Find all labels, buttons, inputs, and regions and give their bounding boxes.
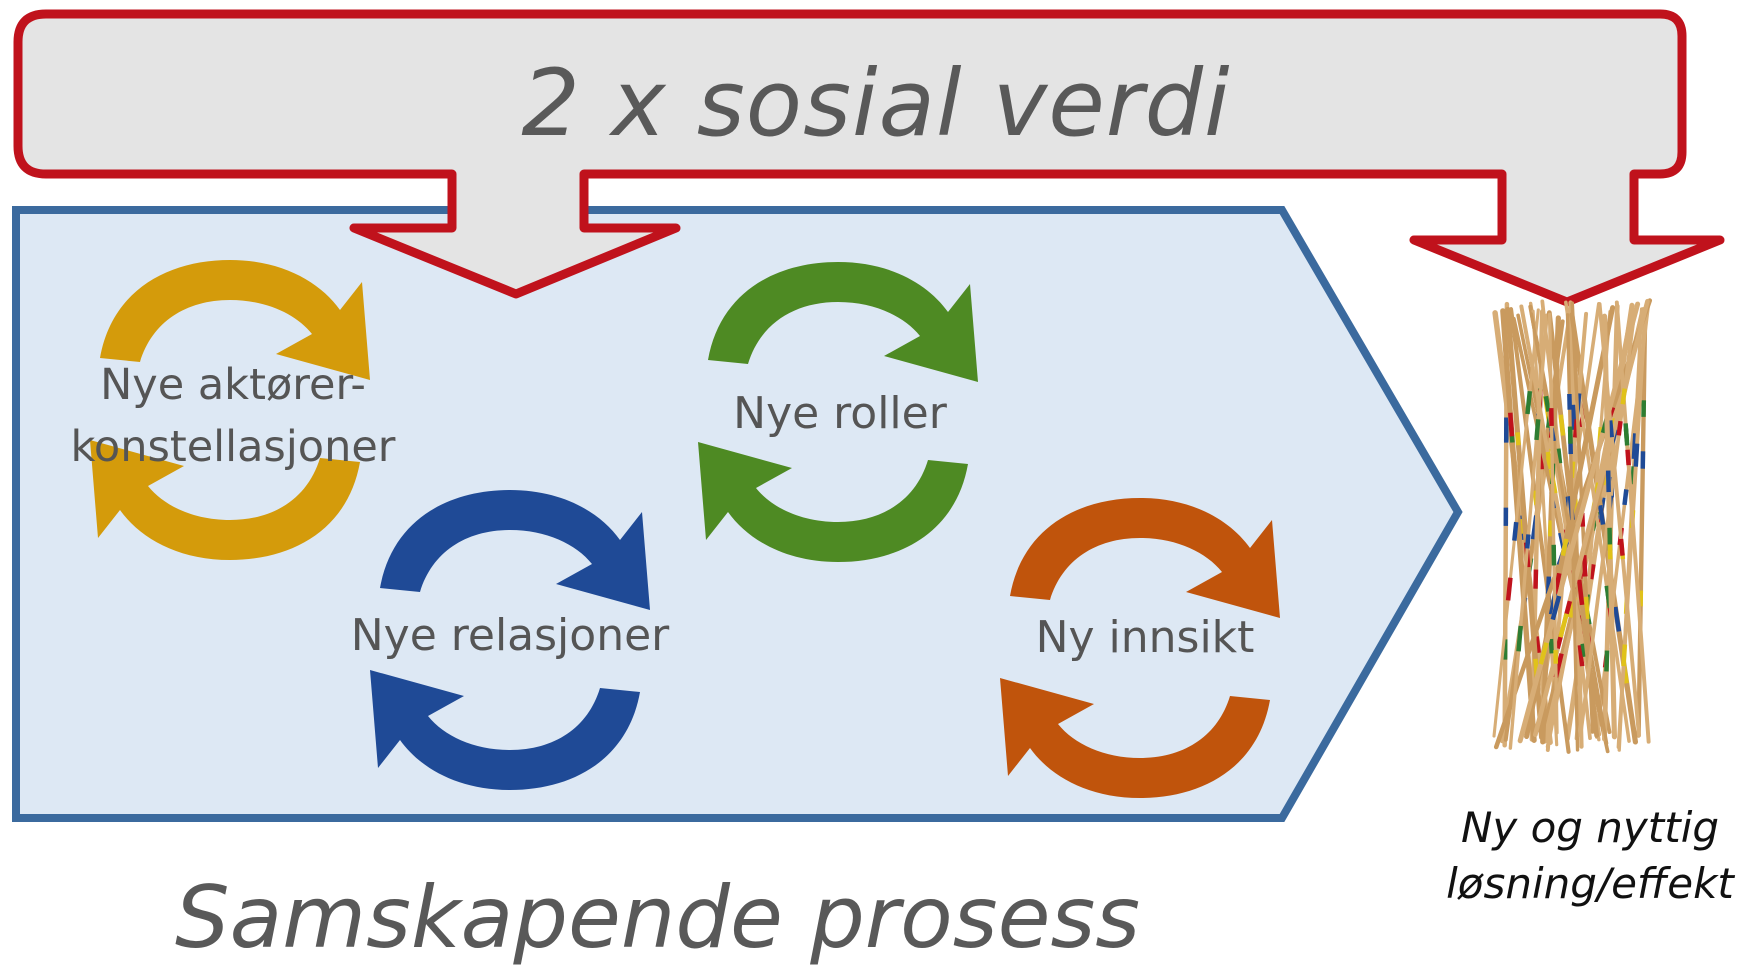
cycle-label-roles: Nye roller	[680, 388, 1000, 439]
mikado-stick-band	[1517, 432, 1518, 445]
result-label-line2: løsning/effekt	[1430, 856, 1750, 912]
mikado-stick-band	[1621, 539, 1623, 556]
mikado-stick-band	[1511, 419, 1512, 436]
banner-title: 2 x sosial verdi	[0, 50, 1752, 157]
mikado-stick-band	[1546, 396, 1549, 411]
result-label: Ny og nyttig løsning/effekt	[1430, 800, 1750, 912]
mikado-stick-band	[1536, 419, 1538, 440]
mikado-stick-band	[1573, 405, 1574, 430]
mikado-stick-band	[1561, 415, 1563, 436]
mikado-stick-band	[1591, 564, 1593, 579]
mikado-stick-band	[1508, 578, 1510, 601]
cycle-label-actors-line1: Nye aktører-	[68, 354, 398, 416]
mikado-stick-band	[1551, 639, 1552, 653]
mikado-stick-band	[1624, 645, 1625, 667]
mikado-stick-band	[1550, 520, 1551, 536]
cycle-label-relations: Nye relasjoner	[330, 610, 690, 661]
cycle-label-actors-line2: konstellasjoner	[68, 416, 398, 478]
cycle-label-insight: Ny innsikt	[1000, 612, 1290, 663]
process-label: Samskapende prosess	[175, 868, 1140, 968]
mikado-stick-band	[1636, 444, 1637, 467]
mikado-stick-band	[1519, 626, 1521, 651]
mikado-stick-band	[1606, 651, 1607, 672]
mikado-stick-band	[1584, 555, 1585, 576]
mikado-stick-band	[1527, 534, 1528, 548]
mikado-sticks-icon	[1494, 301, 1650, 752]
mikado-stick-band	[1579, 580, 1582, 605]
mikado-stick-band	[1527, 391, 1529, 414]
mikado-stick-band	[1608, 471, 1609, 493]
mikado-stick-band	[1514, 522, 1516, 540]
result-label-line1: Ny og nyttig	[1430, 800, 1750, 856]
mikado-stick-band	[1624, 489, 1626, 504]
mikado-stick-band	[1626, 429, 1627, 446]
mikado-stick-band	[1600, 505, 1603, 524]
mikado-stick-band	[1586, 597, 1587, 619]
mikado-stick-band	[1619, 421, 1621, 435]
mikado-stick-band	[1623, 389, 1625, 405]
mikado-stick-band	[1627, 450, 1628, 465]
mikado-stick-band	[1548, 452, 1551, 469]
mikado-stick-band	[1610, 420, 1612, 437]
cycle-label-actors: Nye aktører- konstellasjoner	[68, 354, 398, 478]
